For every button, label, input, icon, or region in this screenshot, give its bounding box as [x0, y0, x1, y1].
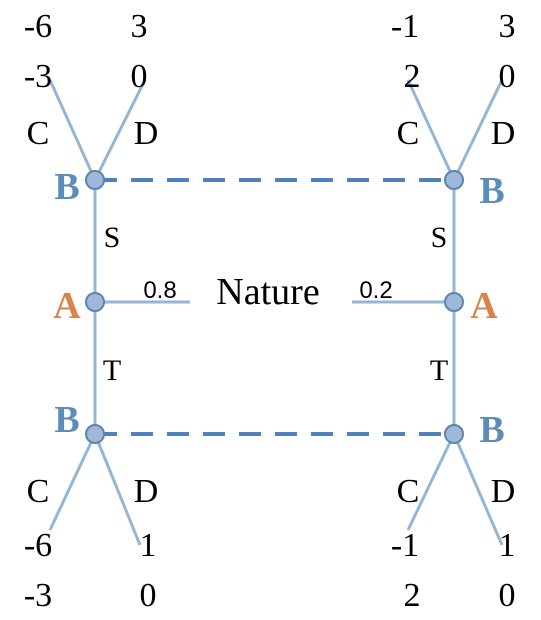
- nature-prob-right: 0.2: [359, 277, 392, 304]
- edge-tl-b-d: [93, 79, 147, 181]
- node-right-a: [444, 292, 464, 312]
- move-d-top-right: D: [491, 115, 516, 152]
- move-t-left: T: [103, 354, 121, 387]
- edge-br-b-d: [452, 433, 504, 546]
- move-d-bottom-left: D: [134, 473, 159, 510]
- nature-prob-left: 0.8: [143, 277, 176, 304]
- payoff-bl-c-1: -6: [24, 527, 52, 564]
- payoff-tl-d-1: 3: [131, 8, 148, 45]
- move-s-left: S: [104, 221, 121, 254]
- edge-br-b-c: [406, 433, 456, 531]
- information-sets: [95, 178, 454, 436]
- player-a-right: A: [470, 285, 498, 327]
- payoff-br-d-1: 1: [499, 527, 516, 564]
- edge-tr-b-d: [452, 79, 504, 181]
- payoff-bl-d-2: 0: [140, 577, 157, 614]
- payoff-tl-d-2: 0: [131, 58, 148, 95]
- payoff-bl-c-2: -3: [24, 577, 52, 614]
- edge-bl-b-d: [93, 433, 142, 546]
- edge-tr-b-c: [406, 79, 456, 181]
- move-d-top-left: D: [134, 115, 159, 152]
- node-left-a: [85, 292, 105, 312]
- node-bottom-right-b: [444, 424, 464, 444]
- player-b-bottom-left: B: [54, 399, 79, 441]
- payoff-tr-d-2: 0: [499, 58, 516, 95]
- nature-label: Nature: [216, 271, 319, 313]
- payoff-br-c-1: -1: [391, 527, 419, 564]
- payoff-tl-c-1: -6: [24, 8, 52, 45]
- player-a-left: A: [53, 285, 81, 327]
- payoff-br-d-2: 0: [499, 577, 516, 614]
- move-c-bottom-right: C: [397, 473, 420, 510]
- move-c-top-right: C: [397, 115, 420, 152]
- payoff-tr-d-1: 3: [499, 8, 516, 45]
- payoff-tl-c-2: -3: [24, 58, 52, 95]
- move-c-top-left: C: [27, 115, 50, 152]
- node-bottom-left-b: [85, 424, 105, 444]
- edge-bl-b-c: [48, 433, 97, 531]
- move-t-right: T: [430, 354, 448, 387]
- player-b-top-right: B: [479, 170, 504, 212]
- move-d-bottom-right: D: [491, 473, 516, 510]
- tree-nodes: [85, 170, 464, 444]
- move-c-bottom-left: C: [27, 473, 50, 510]
- payoff-tr-c-1: -1: [391, 8, 419, 45]
- payoff-br-c-2: 2: [404, 577, 421, 614]
- payoff-tr-c-2: 2: [404, 58, 421, 95]
- payoff-bl-d-1: 1: [140, 527, 157, 564]
- node-top-right-b: [444, 170, 464, 190]
- tree-edges: [48, 79, 504, 546]
- edge-tl-b-c: [48, 79, 97, 181]
- node-top-left-b: [85, 170, 105, 190]
- player-b-top-left: B: [54, 166, 79, 208]
- player-b-bottom-right: B: [479, 409, 504, 451]
- move-s-right: S: [431, 221, 448, 254]
